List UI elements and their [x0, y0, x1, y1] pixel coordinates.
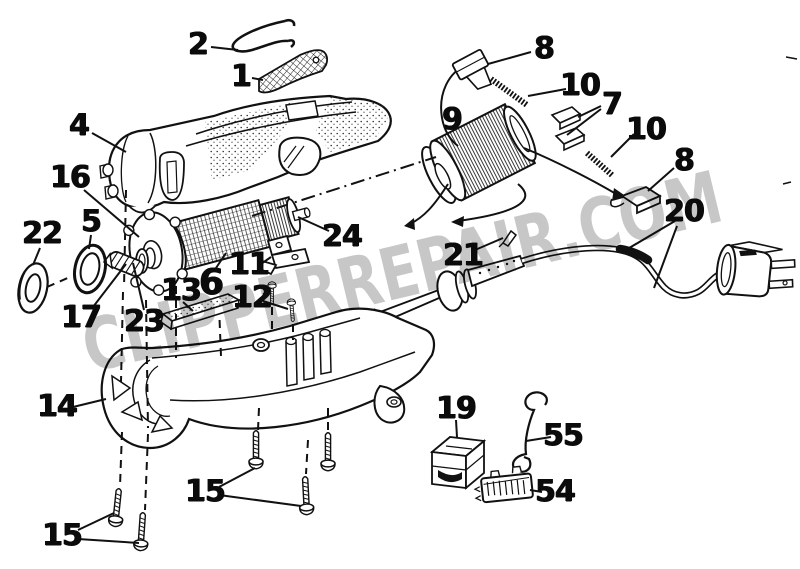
- callout-21: 21: [443, 238, 484, 273]
- part-contact-plate: [473, 465, 534, 504]
- part-pin: [498, 229, 518, 248]
- callout-5: 5: [81, 204, 102, 239]
- part-lower-housing: [100, 307, 436, 450]
- callout-19: 19: [436, 391, 477, 426]
- callout-6: 6: [198, 262, 224, 303]
- part-retaining-ring: [73, 243, 107, 295]
- part-plug: [715, 241, 796, 298]
- callout-10-right: 10: [626, 112, 667, 147]
- callout-14: 14: [37, 389, 78, 424]
- callout-16: 16: [50, 160, 91, 195]
- leader-lines: [32, 46, 678, 544]
- part-brush-caps: [550, 106, 586, 152]
- edge-tick-marks: [782, 56, 798, 185]
- callout-24: 24: [322, 219, 363, 254]
- part-upper-housing: [99, 94, 392, 214]
- coil-lead-wires: [404, 63, 627, 230]
- callout-10-top: 10: [560, 68, 601, 103]
- callout-20: 20: [664, 194, 705, 229]
- callout-8-top: 8: [534, 31, 555, 66]
- callout-23: 23: [124, 304, 165, 339]
- callout-4: 4: [69, 108, 90, 143]
- callout-13: 13: [161, 273, 202, 308]
- callout-8-right: 8: [674, 143, 695, 178]
- callout-2: 2: [188, 27, 209, 62]
- part-field-coil: [421, 102, 537, 204]
- part-bracket: [258, 234, 311, 276]
- callout-54: 54: [535, 474, 576, 509]
- part-switch: [429, 436, 487, 490]
- callout-7: 7: [602, 87, 623, 122]
- part-power-cord: [521, 244, 720, 299]
- callout-11: 11: [229, 247, 270, 282]
- part-spring-wire: [511, 391, 548, 473]
- callout-55: 55: [543, 418, 584, 453]
- part-carbon-brush-top: [451, 48, 493, 91]
- callout-15-left: 15: [42, 518, 83, 553]
- part-taper-plate: [258, 49, 329, 94]
- part-carbon-brush-right: [610, 185, 662, 215]
- part-washer: [17, 262, 49, 314]
- part-brush-spring-right: [585, 150, 615, 179]
- callout-17: 17: [61, 300, 102, 335]
- part-cord-grip-sleeve: [373, 254, 526, 327]
- callout-9: 9: [442, 102, 463, 137]
- part-brush-spring-top: [489, 76, 529, 108]
- callout-1: 1: [231, 59, 252, 94]
- callout-15-center: 15: [185, 474, 226, 509]
- part-wire-clip: [231, 18, 296, 53]
- callout-12: 12: [232, 280, 273, 315]
- callout-22: 22: [22, 216, 63, 251]
- part-wick-strip: [160, 293, 242, 331]
